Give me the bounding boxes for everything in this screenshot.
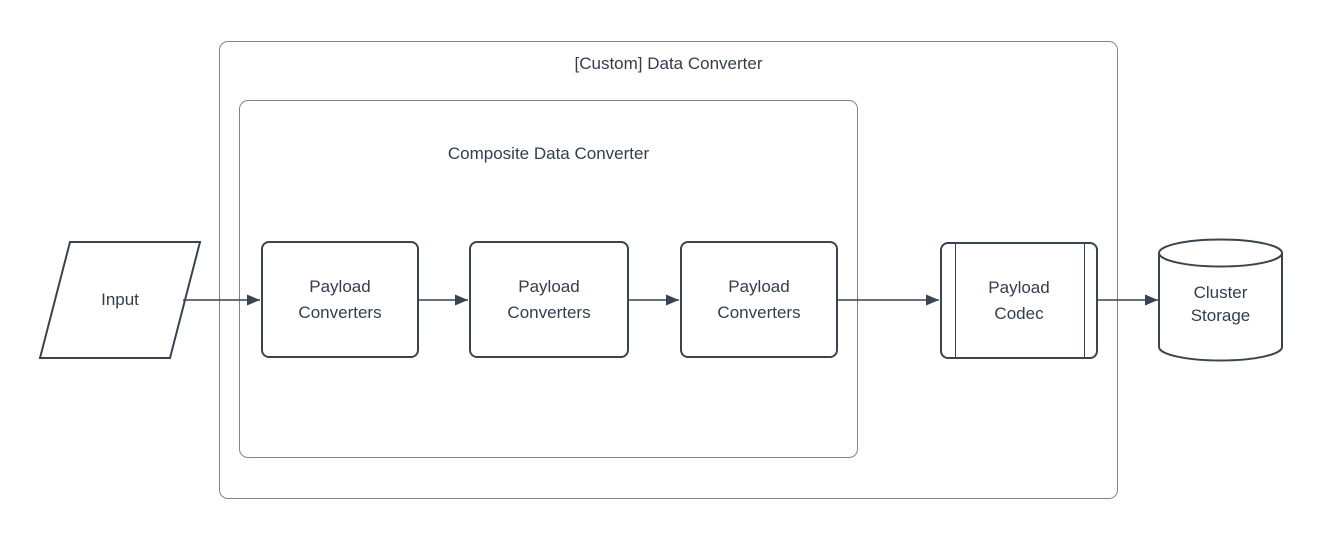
subroutine-right-bar — [1084, 244, 1085, 357]
payload-converters-3-label: Payload Converters — [717, 276, 801, 322]
node-payload-converters-2: Payload Converters — [469, 241, 629, 358]
custom-data-converter-title: [Custom] Data Converter — [574, 54, 763, 73]
cluster-storage-cylinder-shape — [1158, 238, 1283, 362]
node-payload-codec: Payload Codec — [940, 242, 1098, 359]
subroutine-left-bar — [955, 244, 956, 357]
payload-codec-label: Payload Codec — [988, 277, 1050, 323]
composite-data-converter-title: Composite Data Converter — [447, 144, 650, 163]
cylinder-body — [1158, 253, 1283, 362]
custom-data-converter-group: [Custom] Data Converter — [219, 41, 1118, 499]
cylinder-top-ellipse — [1158, 238, 1283, 268]
input-parallelogram-shape — [38, 241, 202, 359]
node-payload-converters-3: Payload Converters — [680, 241, 838, 358]
payload-converters-1-label: Payload Converters — [298, 276, 382, 322]
composite-data-converter-group: Composite Data Converter — [239, 100, 858, 458]
payload-converters-2-label: Payload Converters — [507, 276, 591, 322]
node-payload-converters-1: Payload Converters — [261, 241, 419, 358]
